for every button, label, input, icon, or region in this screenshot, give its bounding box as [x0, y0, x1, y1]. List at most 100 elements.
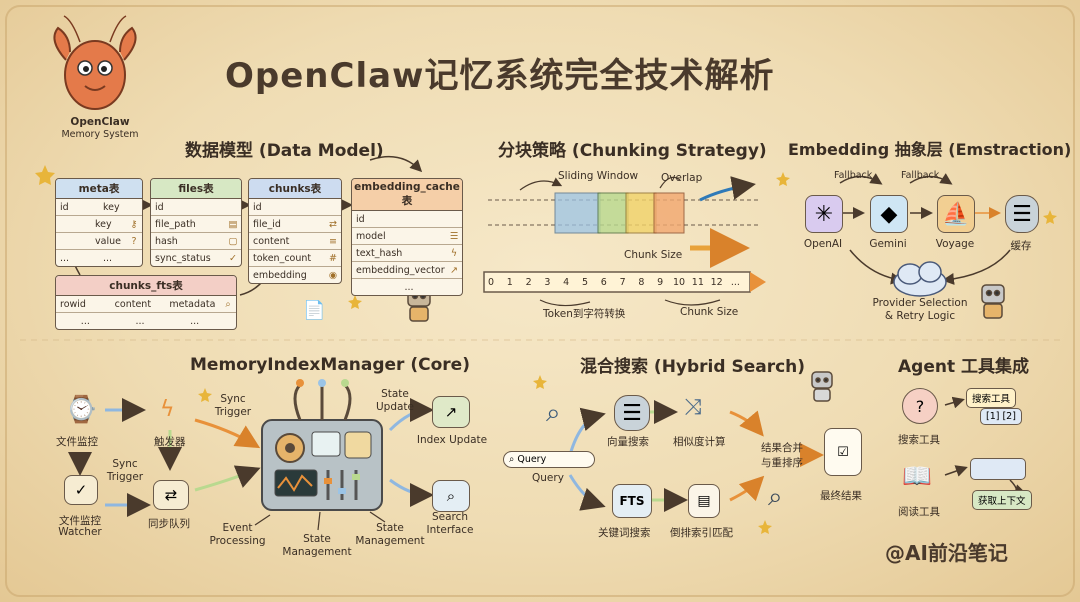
read-tool-label: 阅读工具 — [898, 506, 940, 518]
search-interface-b: Interface — [426, 524, 474, 536]
ruler-tick-label: 4 — [563, 277, 570, 288]
link-icon: ⇄ — [329, 218, 337, 230]
merge-label-b: 与重排序 — [761, 457, 803, 469]
provider-gemini: Gemini — [869, 238, 907, 250]
magnifier-icon: ⌕ — [225, 298, 231, 310]
overlap-label: Overlap — [661, 172, 703, 184]
database-icon: ☰ — [449, 230, 459, 242]
chat-bubble-icon — [970, 458, 1026, 480]
file-watcher-line2: Watcher — [58, 526, 102, 538]
ruler-tick-label: ... — [730, 277, 740, 288]
chunk-size-label-2: Chunk Size — [680, 306, 739, 318]
file-check-icon: ✓ — [64, 475, 98, 505]
state-management-c: State — [376, 522, 404, 534]
provider-voyage: Voyage — [935, 238, 975, 250]
ruler-tick-label: 9 — [657, 277, 664, 288]
search-tool-bubble: 搜索工具 — [966, 388, 1017, 408]
state-management-a: State — [303, 533, 331, 545]
ruler-tick-label: 8 — [638, 277, 645, 288]
bolt-icon: ϟ — [450, 247, 458, 259]
core-heading: MemoryIndexManager (Core) — [190, 355, 470, 375]
openai-icon: ✳ — [805, 195, 843, 233]
files-table-name: files表 — [151, 179, 241, 199]
hybrid-arrows — [568, 400, 824, 512]
question-icon: ? — [131, 235, 137, 247]
index-update-icon: ↗ — [432, 396, 470, 428]
clipboard-icon: ☑ — [824, 428, 862, 476]
trigger-label: 触发器 — [154, 436, 186, 448]
event-processing-a: Event — [222, 522, 253, 534]
sync-trigger-top-b: Trigger — [214, 406, 252, 418]
chunking-illustration — [483, 176, 766, 307]
sync-trigger-left-a: Sync — [112, 458, 138, 470]
state-update-a: State — [381, 388, 409, 400]
chunking-heading: 分块策略 (Chunking Strategy) — [498, 141, 767, 161]
query-label: Query — [532, 472, 564, 484]
cloud-icon — [893, 261, 947, 297]
final-results-label: 最终结果 — [820, 490, 862, 502]
robot-icon-3 — [811, 371, 833, 402]
provider-openai: OpenAI — [803, 238, 843, 250]
embedding-arrows — [839, 173, 1011, 285]
data-model-heading: 数据模型 (Data Model) — [185, 141, 384, 161]
magnifier-icon-large: ⌕ — [546, 398, 561, 428]
file-watch-label: 文件监控 — [56, 436, 98, 448]
state-management-d: Management — [355, 535, 425, 547]
file-watcher-line1: 文件监控 — [59, 515, 101, 527]
document-icon: ▤ — [228, 218, 238, 230]
state-update-b: Update — [375, 401, 415, 413]
key-icon: ⚷ — [130, 218, 138, 230]
chunks-fts-table-name: chunks_fts表 — [56, 276, 236, 296]
fts-box: FTS — [612, 484, 652, 518]
ruler-tick-label: 3 — [544, 277, 551, 288]
provider-selection-line2: & Retry Logic — [884, 310, 956, 322]
paper-border — [5, 5, 1075, 597]
ruler-tick-label: 10 — [673, 277, 686, 288]
fallback-label-1: Fallback — [834, 170, 873, 181]
sync-trigger-left-b: Trigger — [106, 471, 144, 483]
lock-icon: ▢ — [228, 235, 238, 247]
magnifier-icon-2: ⌕ — [768, 482, 783, 512]
ruler-tick-label: 6 — [600, 277, 607, 288]
merge-label-a: 结果合并 — [761, 442, 803, 454]
ruler-tick-label: 12 — [710, 277, 723, 288]
ruler-tick-label: 0 — [487, 277, 495, 288]
check-icon: ✓ — [229, 252, 237, 264]
hybrid-heading: 混合搜索 (Hybrid Search) — [580, 357, 806, 377]
inverted-index-label: 倒排索引匹配 — [670, 527, 733, 539]
search-interface-a: Search — [431, 511, 469, 523]
ruler-tick-label: 5 — [581, 277, 589, 288]
logo-line1: OpenClaw — [70, 116, 130, 128]
star-doodles — [35, 165, 1057, 534]
ruler-tick-label: 11 — [691, 277, 704, 288]
ruler-tick-label: 7 — [619, 277, 626, 288]
core-arrows — [68, 398, 434, 517]
chart-icon: ↗ — [450, 264, 458, 276]
page-title: OpenClaw记忆系统完全技术解析 — [225, 56, 775, 96]
sync-queue-label: 同步队列 — [148, 518, 190, 530]
vector-database-icon: ☰ — [614, 395, 650, 431]
document-search-icon: ▤ — [688, 484, 720, 518]
search-interface-icon: ⌕ — [432, 480, 470, 512]
document-icon-large: 📄 — [303, 300, 326, 321]
logo-line2: Memory System — [61, 129, 139, 140]
book-icon: 📖 — [902, 462, 932, 490]
query-input[interactable]: ⌕ Query — [503, 451, 595, 468]
search-tool-label: 搜索工具 — [898, 434, 940, 446]
count-icon: # — [329, 252, 337, 264]
chunks-table: chunks表 id file_id⇄ content≡ token_count… — [248, 178, 342, 284]
brain-icon: ◉ — [328, 269, 338, 281]
vector-search-label: 向量搜索 — [607, 436, 649, 448]
ruler-tick-label: 1 — [506, 277, 513, 288]
provider-cache: 缓存 — [1010, 240, 1032, 252]
citation-bubble: [1] [2] — [980, 408, 1022, 425]
shuffle-icon: ⤨ — [684, 395, 702, 420]
fallback-label-2: Fallback — [901, 170, 940, 181]
files-table: files表 id file_path▤ hash▢ sync_status✓ — [150, 178, 242, 267]
chunk-size-label: Chunk Size — [624, 249, 683, 261]
gemini-icon: ◆ — [870, 195, 908, 233]
